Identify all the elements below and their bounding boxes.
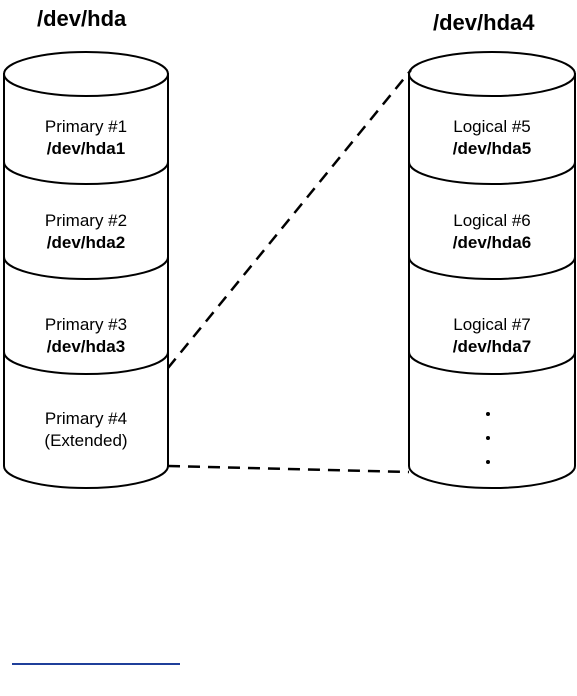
disk-partition-3: Primary #3 /dev/hda3 (45, 315, 127, 356)
extended-cylinder: Logical #5 /dev/hda5 Logical #6 /dev/hda… (408, 51, 576, 489)
partition-note: (Extended) (44, 431, 127, 450)
partition-device: /dev/hda5 (453, 139, 531, 158)
partition-name: Logical #7 (453, 315, 531, 334)
disk-divider-1 (3, 161, 169, 185)
expansion-line-top (167, 69, 412, 369)
partition-name: Primary #3 (45, 315, 127, 334)
disk-cylinder-top (3, 51, 169, 97)
ellipsis-dot (486, 460, 490, 464)
disk-cylinder-body (3, 73, 169, 489)
disk-partition-2: Primary #2 /dev/hda2 (45, 211, 127, 252)
disk-partition-4: Primary #4 (Extended) (44, 409, 127, 450)
extended-partition-6: Logical #6 /dev/hda6 (453, 211, 531, 252)
partition-device: /dev/hda6 (453, 233, 531, 252)
extended-divider-1 (408, 161, 576, 185)
partition-name: Primary #2 (45, 211, 127, 230)
disk-divider-3 (3, 351, 169, 375)
partition-name: Logical #5 (453, 117, 531, 136)
extended-partition-7: Logical #7 /dev/hda7 (453, 315, 531, 356)
partition-name: Primary #4 (45, 409, 127, 428)
disk-title: /dev/hda (37, 6, 127, 31)
partition-device: /dev/hda1 (47, 139, 125, 158)
extended-title: /dev/hda4 (433, 10, 535, 35)
disk-cylinder: Primary #1 /dev/hda1 Primary #2 /dev/hda… (3, 51, 169, 489)
extended-cylinder-body (408, 73, 576, 489)
ellipsis-dots (486, 412, 490, 464)
partition-name: Primary #1 (45, 117, 127, 136)
expansion-line-bottom (167, 464, 410, 474)
partition-device: /dev/hda3 (47, 337, 125, 356)
ellipsis-dot (486, 436, 490, 440)
disk-divider-2 (3, 256, 169, 280)
extended-partition-5: Logical #5 /dev/hda5 (453, 117, 531, 158)
partition-device: /dev/hda2 (47, 233, 125, 252)
extended-divider-2 (408, 256, 576, 280)
disk-partition-1: Primary #1 /dev/hda1 (45, 117, 127, 158)
ellipsis-dot (486, 412, 490, 416)
extended-cylinder-top (408, 51, 576, 97)
partition-device: /dev/hda7 (453, 337, 531, 356)
partition-name: Logical #6 (453, 211, 531, 230)
extended-divider-3 (408, 351, 576, 375)
